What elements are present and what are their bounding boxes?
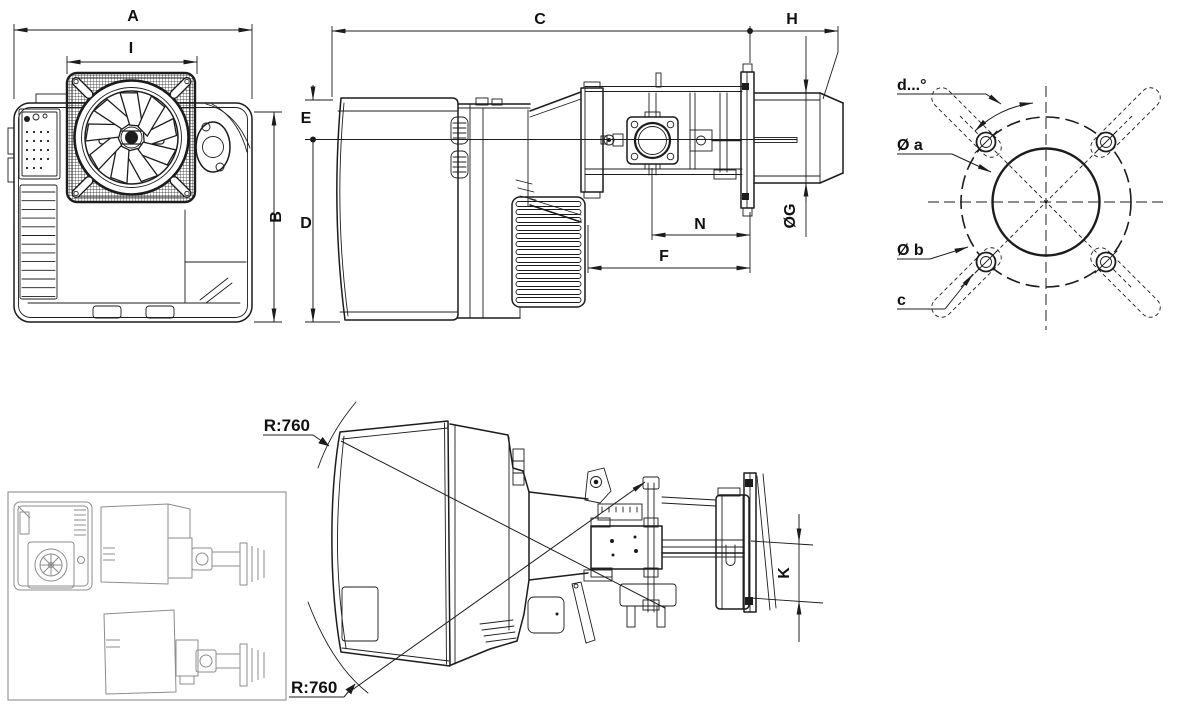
swing-radius-view: R:760 R:760 K xyxy=(263,401,824,698)
angle-arc xyxy=(974,102,1034,132)
angle-label: d...° xyxy=(897,77,927,94)
dim-label-n: N xyxy=(694,216,706,233)
swing-valve-block xyxy=(590,476,745,628)
swing-body xyxy=(449,423,589,666)
slot-label: c xyxy=(897,292,906,309)
radius-line-bottom xyxy=(351,481,646,691)
terminal-box xyxy=(18,108,61,180)
dim-label-og: ØG xyxy=(782,204,799,229)
radius-line-top xyxy=(340,440,666,609)
dim-label-k: K xyxy=(776,567,793,579)
swing-arc-top xyxy=(317,401,357,469)
blast-tube xyxy=(753,92,844,184)
bolt-holes xyxy=(974,130,1118,274)
mounting-flange xyxy=(740,63,755,217)
dim-label-i: I xyxy=(129,40,133,57)
dim-label-a: A xyxy=(127,8,139,25)
hood xyxy=(336,97,459,321)
thumbnail-inset xyxy=(7,491,287,701)
dim-label-h: H xyxy=(786,11,798,28)
dim-label-e: E xyxy=(301,110,312,127)
radius-label-bottom: R:760 xyxy=(291,678,337,697)
mini-side-view-top xyxy=(100,503,265,586)
air-duct xyxy=(529,91,582,223)
mini-side-view-bottom xyxy=(103,609,265,695)
flange-hole-pattern-view: d...° Ø a Ø b c xyxy=(897,77,1164,330)
swing-arc-bottom xyxy=(307,601,369,694)
dim-label-b: B xyxy=(268,211,285,223)
dim-label-d: D xyxy=(300,215,312,232)
rear-view: A I B xyxy=(7,8,285,323)
side-view: C H E D xyxy=(300,11,844,323)
bolt-circle xyxy=(960,116,1132,288)
swing-hood xyxy=(331,420,451,667)
rear-louver-grille xyxy=(19,184,58,300)
hinge-springs xyxy=(450,116,469,179)
dim-label-c: C xyxy=(534,11,546,28)
bore-circle xyxy=(991,147,1101,257)
head-plate xyxy=(580,81,604,199)
air-intake-grille xyxy=(511,196,586,308)
bolt-circle-label: Ø b xyxy=(897,242,924,259)
swing-head xyxy=(715,472,777,613)
gas-flange xyxy=(195,121,231,173)
hinge-assembly xyxy=(571,467,613,644)
radius-label-top: R:760 xyxy=(264,416,310,435)
mini-rear-view xyxy=(13,501,93,591)
butterfly-valve xyxy=(626,111,679,170)
bore-label: Ø a xyxy=(897,137,923,154)
mounting-slots xyxy=(931,87,1161,318)
dim-label-f: F xyxy=(659,248,669,265)
fan-assembly xyxy=(65,71,197,204)
inset-border xyxy=(7,491,287,701)
gas-train xyxy=(584,72,743,180)
fan-case xyxy=(457,97,537,319)
